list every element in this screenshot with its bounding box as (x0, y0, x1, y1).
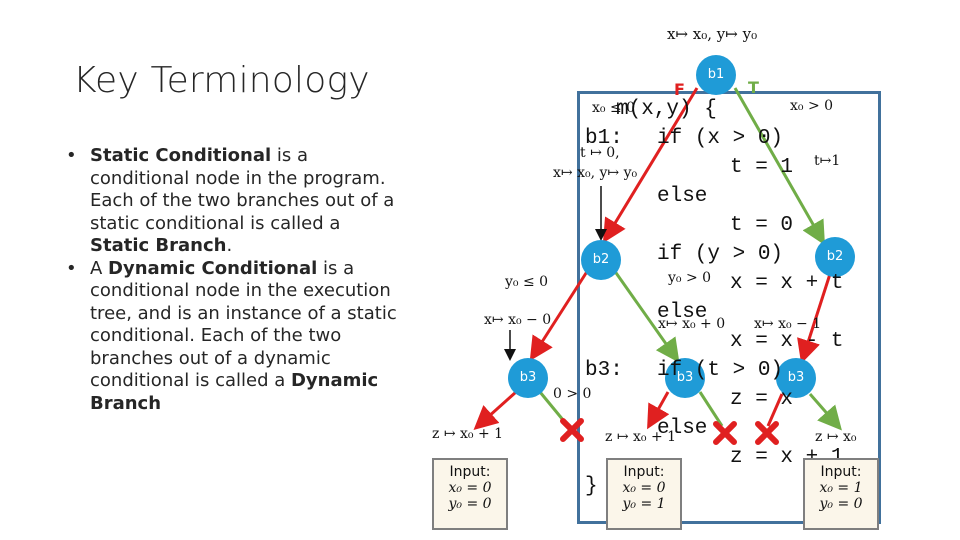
term-static-conditional: Static Conditional (90, 145, 272, 166)
code-line-t1: t = 1 (730, 156, 794, 179)
bullet-dot: • (66, 257, 77, 279)
code-line-if-x: if (x > 0) (657, 127, 784, 150)
edge-b3r-true (808, 393, 842, 431)
edge-b3m-false (647, 391, 670, 430)
code-line-else3: else (657, 417, 708, 440)
code-line-if-t: if (t > 0) (657, 359, 784, 382)
slide-title: Key Terminology (73, 60, 370, 101)
bullet-text: A (90, 257, 109, 279)
annot-x-minus0: x↦ x₀ − 0 (484, 312, 552, 328)
annot-z-left: z ↦ x₀ + 1 (432, 426, 504, 442)
node-b2-right (815, 237, 855, 277)
annot-x0-gt-0: x₀ > 0 (790, 98, 834, 114)
edge-b2-true (612, 269, 680, 363)
edge-b1-false (602, 87, 699, 244)
annot-t1: t↦1 (814, 153, 841, 169)
code-line-signature: m(x,y) { (616, 98, 717, 121)
node-b1-label: b1 (707, 67, 725, 82)
input-y: y₀ = 0 (448, 496, 492, 512)
code-line-else2: else (657, 301, 708, 324)
annot-y0-gt-0: y₀ > 0 (668, 270, 712, 286)
bullet-text: . (226, 235, 233, 256)
x-mark-left (560, 418, 584, 442)
annot-top-store: x↦ x₀, y↦ y₀ (667, 25, 758, 43)
input-x: x₀ = 0 (622, 480, 666, 496)
bullet-dot: • (66, 145, 77, 166)
code-line-close: } (585, 475, 598, 498)
code-line-t0: t = 0 (730, 214, 794, 237)
annot-xy-left: x↦ x₀, y↦ y₀ (553, 165, 638, 181)
bullet-text: is a conditional node in the execution t… (90, 257, 397, 392)
x-mark-mid (713, 421, 737, 445)
edge-b3m-true (698, 391, 724, 427)
code-line-zx: z = x (730, 388, 794, 411)
annot-x-minus1: x↦ x₀ − 1 (754, 316, 822, 332)
term-dynamic-branch: Dynamic Branch (90, 370, 379, 414)
edge-b3r-false (766, 393, 784, 427)
annot-z-mid: z ↦ x₀ + 1 (605, 429, 677, 445)
annot-x0-le-0: x₀ ≤ 0 (592, 100, 636, 116)
node-b3-left (508, 358, 548, 398)
code-line-else1: else (657, 185, 708, 208)
input-header: Input: (449, 464, 491, 480)
bullet-static-conditional: • Static Conditional is a conditional no… (62, 145, 397, 258)
annot-z-right: z ↦ x₀ (815, 429, 857, 445)
code-line-xplus: x = x + t (730, 272, 844, 295)
node-b3-right (776, 358, 816, 398)
node-b3-left-label: b3 (519, 370, 537, 385)
branch-label-false: F (674, 80, 685, 99)
edge-b2-false (529, 269, 590, 362)
edge-b1-true (733, 87, 825, 246)
input-y: y₀ = 0 (819, 496, 863, 512)
code-frame (577, 91, 881, 524)
input-header: Input: (623, 464, 665, 480)
input-box-2: Input: x₀ = 0 y₀ = 1 (606, 458, 682, 530)
node-b2-left (581, 240, 621, 280)
term-static-branch: Static Branch (90, 235, 227, 256)
annot-t0: t ↦ 0, (580, 145, 620, 161)
code-label-b1: b1: (585, 127, 623, 150)
bullet-text: is a conditional node in the program. Ea… (90, 145, 395, 234)
bullet-dynamic-conditional: • A Dynamic Conditional is a conditional… (62, 258, 397, 416)
input-box-3: Input: x₀ = 1 y₀ = 0 (803, 458, 879, 530)
branch-label-true: T (748, 78, 759, 97)
node-b2-left-label: b2 (592, 252, 610, 267)
x-mark-right (755, 421, 779, 445)
code-label-b3: b3: (585, 359, 623, 382)
code-line-xminus: x = x - t (730, 330, 844, 353)
input-box-1: Input: x₀ = 0 y₀ = 0 (432, 458, 508, 530)
input-x: x₀ = 0 (448, 480, 492, 496)
edge-b2r-false (797, 273, 832, 364)
annot-x-plus0: x↦ x₀ + 0 (658, 316, 726, 332)
annot-y0-le-0: y₀ ≤ 0 (505, 274, 549, 290)
node-b3-mid (665, 358, 705, 398)
node-b2-right-label: b2 (826, 249, 844, 264)
input-y: y₀ = 1 (622, 496, 666, 512)
bullet-list: • Static Conditional is a conditional no… (62, 145, 397, 415)
term-dynamic-conditional: Dynamic Conditional (108, 257, 318, 279)
annot-zero-gt-0: 0 > 0 (553, 386, 592, 402)
node-b1 (696, 55, 736, 95)
node-b3-mid-label: b3 (676, 370, 694, 385)
code-line-if-y: if (y > 0) (657, 243, 784, 266)
node-b3-right-label: b3 (787, 370, 805, 385)
input-header: Input: (820, 464, 862, 480)
edge-b3l-false (473, 390, 518, 431)
input-x: x₀ = 1 (819, 480, 863, 496)
